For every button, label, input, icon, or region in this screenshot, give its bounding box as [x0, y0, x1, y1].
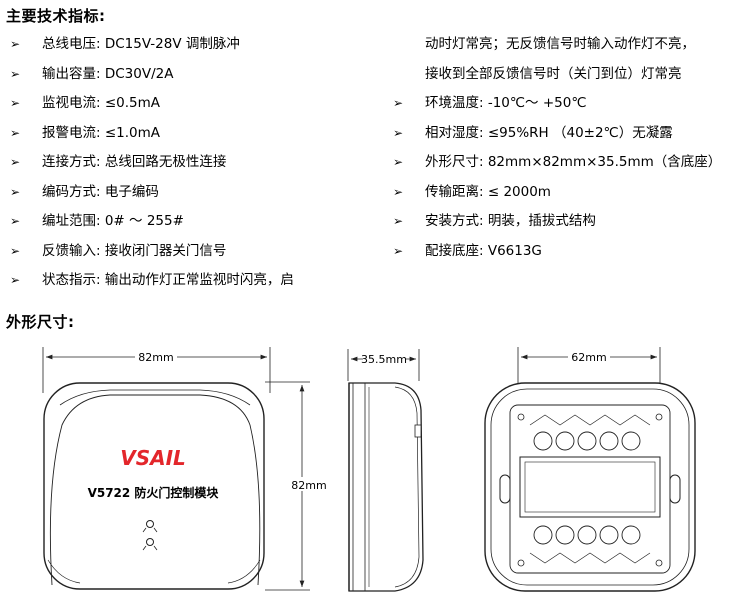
- side-depth-dimension: 35.5mm: [347, 349, 420, 381]
- spec-text: 输出容量: DC30V/2A: [42, 65, 174, 82]
- arrow-bullet-icon: ➢: [10, 273, 21, 287]
- spec-item: ➢ 安装方式: 明装，插拔式结构: [393, 207, 738, 237]
- spec-item: ➢ 状态指示: 输出动作灯正常监视时闪亮，启: [10, 266, 390, 296]
- front-housing: [43, 382, 265, 590]
- spec-text: 环境温度: -10℃～ +50℃: [425, 95, 587, 111]
- spec-text: 相对湿度: ≤95%RH （40±2℃）无凝露: [425, 124, 673, 141]
- arrow-bullet-icon: ➢: [393, 214, 404, 228]
- spec-item: ➢ 反馈输入: 接收闭门器关门信号: [10, 237, 390, 267]
- arrow-bullet-icon: ➢: [10, 214, 21, 228]
- arrow-bullet-icon: ➢: [393, 184, 404, 199]
- spec-item: ➢ 编码方式: 电子编码: [10, 178, 390, 208]
- arrow-bullet-icon: ➢: [10, 96, 21, 110]
- status-continuation-line-2: 接收到全部反馈信号时（关门到位）灯常亮: [425, 65, 682, 82]
- spec-item: ➢ 外形尺寸: 82mm×82mm×35.5mm（含底座）: [393, 148, 738, 178]
- spec-item: ➢ 报警电流: ≤1.0mA: [10, 119, 390, 149]
- arrow-bullet-icon: ➢: [393, 155, 404, 169]
- arrow-bullet-icon: ➢: [393, 125, 404, 140]
- spec-item: ➢ 配接底座: V6613G: [393, 237, 738, 267]
- back-width-label: 62mm: [571, 351, 606, 364]
- product-label: V5722 防火门控制模块: [88, 485, 220, 500]
- mounting-slot-icon: [669, 474, 681, 504]
- arrow-bullet-icon: ➢: [10, 66, 21, 81]
- bottom-contact-row: [529, 525, 651, 564]
- led-indicator-icon: [142, 538, 158, 551]
- spec-item: ➢ 环境温度: -10℃～ +50℃: [393, 89, 738, 119]
- arrow-bullet-icon: ➢: [10, 125, 21, 140]
- side-depth-label: 35.5mm: [361, 353, 407, 366]
- spec-text: 配接底座: V6613G: [425, 242, 542, 259]
- spec-text: 连接方式: 总线回路无极性连接: [42, 154, 227, 170]
- arrow-bullet-icon: ➢: [10, 243, 21, 258]
- arrow-bullet-icon: ➢: [393, 243, 404, 258]
- brand-logo: VSAIL: [120, 446, 186, 470]
- right-spec-list: ➢ 环境温度: -10℃～ +50℃ ➢ 相对湿度: ≤95%RH （40±2℃）无…: [393, 89, 738, 266]
- top-contact-row: [529, 414, 651, 451]
- front-width-label: 82mm: [138, 351, 173, 364]
- mounting-slot-icon: [499, 474, 511, 504]
- front-view-drawing: 82mm 82mm VSAIL V5722 防火门控制模块: [42, 347, 330, 591]
- spec-text: 状态指示: 输出动作灯正常监视时闪亮，启: [42, 272, 294, 288]
- spec-item: ➢ 传输距离: ≤ 2000m: [393, 178, 738, 208]
- spec-text: 反馈输入: 接收闭门器关门信号: [42, 242, 227, 259]
- spec-text: 监视电流: ≤0.5mA: [42, 95, 161, 111]
- spec-text: 传输距离: ≤ 2000m: [425, 183, 551, 200]
- spec-item: ➢ 输出容量: DC30V/2A: [10, 60, 390, 90]
- side-housing: [348, 382, 424, 592]
- status-continuation-line-1: 动时灯常亮；无反馈信号时输入动作灯不亮，: [425, 36, 695, 52]
- spec-item: ➢ 相对湿度: ≤95%RH （40±2℃）无凝露: [393, 119, 738, 149]
- spec-item: ➢ 编址范围: 0# ～ 255#: [10, 207, 390, 237]
- front-height-dimension: 82mm: [265, 381, 330, 591]
- back-housing: [484, 382, 696, 592]
- spec-item: ➢ 监视电流: ≤0.5mA: [10, 89, 390, 119]
- led-indicator-icon: [142, 520, 158, 533]
- spec-text: 编址范围: 0# ～ 255#: [42, 213, 184, 229]
- spec-item: ➢ 总线电压: DC15V-28V 调制脉冲: [10, 30, 390, 60]
- specs-heading: 主要技术指标:: [6, 7, 106, 25]
- arrow-bullet-icon: ➢: [10, 37, 21, 51]
- spec-text: 安装方式: 明装，插拔式结构: [425, 213, 596, 229]
- front-width-dimension: 82mm: [42, 347, 271, 393]
- arrow-bullet-icon: ➢: [393, 96, 404, 110]
- back-view-drawing: 62mm: [484, 347, 696, 592]
- arrow-bullet-icon: ➢: [10, 155, 21, 169]
- front-height-label: 82mm: [291, 479, 326, 492]
- arrow-bullet-icon: ➢: [10, 184, 21, 199]
- spec-text: 报警电流: ≤1.0mA: [42, 124, 161, 141]
- side-view-drawing: 35.5mm: [347, 349, 424, 592]
- back-width-dimension: 62mm: [517, 347, 661, 383]
- dimensions-heading: 外形尺寸:: [6, 313, 75, 331]
- spec-text: 总线电压: DC15V-28V 调制脉冲: [42, 36, 240, 52]
- spec-text: 外形尺寸: 82mm×82mm×35.5mm（含底座）: [425, 154, 722, 170]
- left-spec-list: ➢ 总线电压: DC15V-28V 调制脉冲 ➢ 输出容量: DC30V/2A ➢ 监…: [10, 30, 390, 296]
- spec-item: ➢ 连接方式: 总线回路无极性连接: [10, 148, 390, 178]
- spec-text: 编码方式: 电子编码: [42, 183, 159, 200]
